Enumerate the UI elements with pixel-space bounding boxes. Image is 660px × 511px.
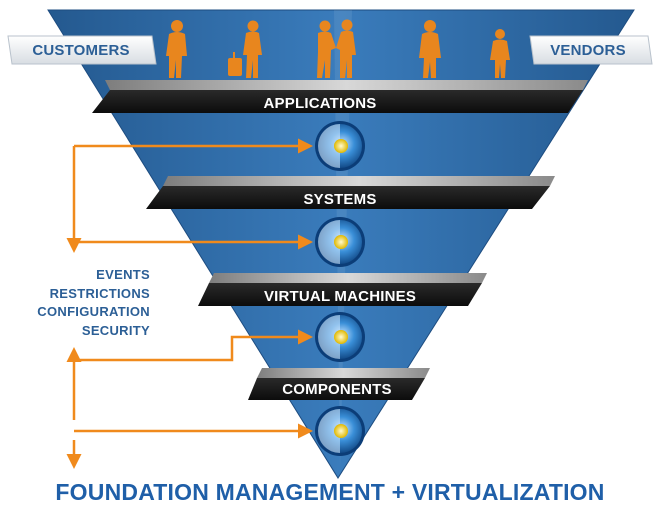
layer-bar-virtual-machines xyxy=(198,273,487,306)
traveler-icon xyxy=(228,20,262,78)
layer-bar-components xyxy=(248,368,430,400)
management-item-events: EVENTS xyxy=(96,267,150,282)
customers-tag-bg xyxy=(7,35,157,65)
layer-bar-applications xyxy=(92,80,588,113)
management-connectors xyxy=(66,138,313,469)
layer-label-components: COMPONENTS xyxy=(282,381,392,398)
layer-label-systems: SYSTEMS xyxy=(303,191,377,208)
node-sphere-icon xyxy=(315,312,365,362)
management-item-restrictions: RESTRICTIONS xyxy=(49,285,150,301)
footer-title: FOUNDATION MANAGEMENT + VIRTUALIZATION xyxy=(55,479,605,505)
layer-bar-systems xyxy=(146,176,555,209)
connector-vm xyxy=(74,329,313,362)
management-list: EVENTS RESTRICTIONS CONFIGURATION SECURI… xyxy=(0,266,150,340)
handshake-icon xyxy=(317,19,356,78)
management-item-security: SECURITY xyxy=(81,322,150,338)
person-icon xyxy=(166,20,187,78)
person-icon xyxy=(490,29,510,78)
person-icon xyxy=(419,20,441,78)
management-item-configuration: CONFIGURATION xyxy=(37,304,150,319)
node-sphere-icon xyxy=(315,406,365,456)
node-sphere-icon xyxy=(315,121,365,171)
layer-label-virtual-machines: VIRTUAL MACHINES xyxy=(263,288,417,305)
vendors-tag-bg xyxy=(529,35,653,65)
customers-label: CUSTOMERS xyxy=(32,42,130,59)
node-sphere-icon xyxy=(315,217,365,267)
layer-label-applications: APPLICATIONS xyxy=(263,95,377,112)
vendors-label: VENDORS xyxy=(550,42,626,59)
